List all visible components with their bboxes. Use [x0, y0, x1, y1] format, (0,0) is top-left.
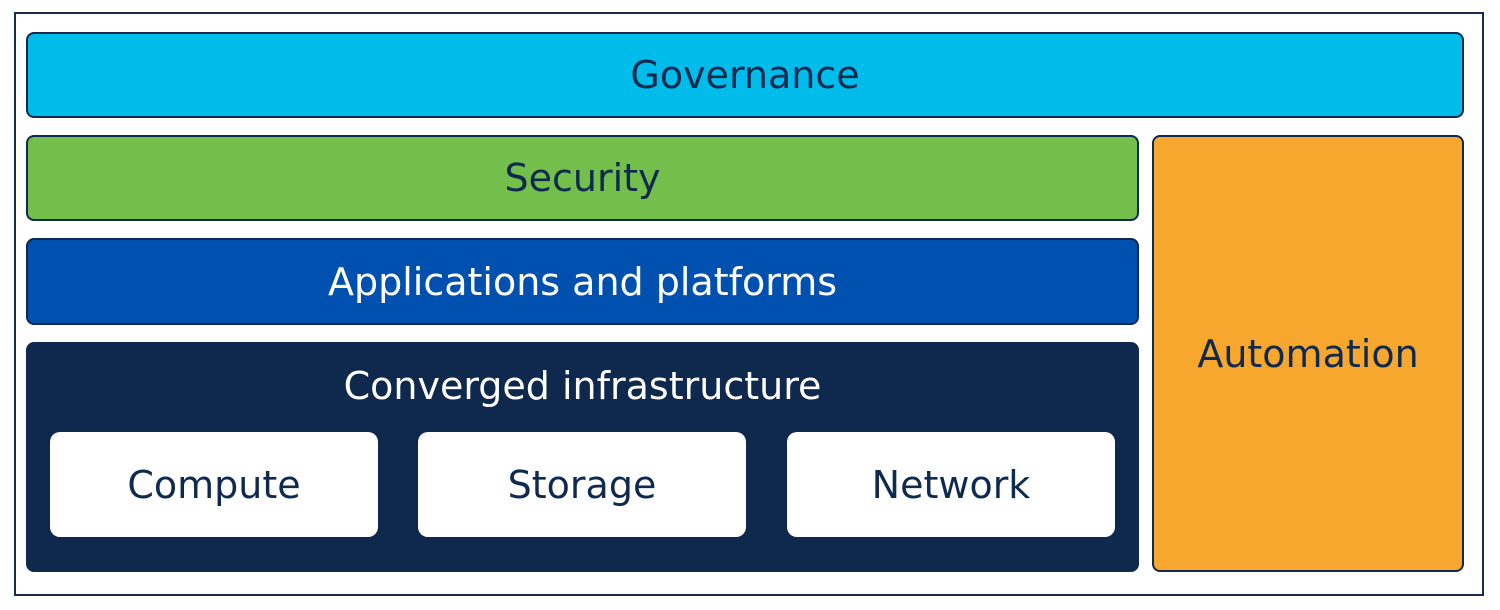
security-layer: Security — [26, 135, 1139, 221]
compute-box: Compute — [50, 432, 378, 537]
governance-label: Governance — [630, 53, 860, 97]
storage-label: Storage — [507, 462, 657, 507]
applications-platforms-label: Applications and platforms — [327, 259, 838, 304]
network-label: Network — [871, 462, 1031, 507]
governance-layer: Governance — [26, 32, 1464, 118]
security-label: Security — [504, 156, 661, 200]
compute-label: Compute — [127, 462, 301, 507]
automation-label: Automation — [1197, 331, 1419, 376]
network-box: Network — [787, 432, 1115, 537]
converged-infrastructure-label: Converged infrastructure — [343, 364, 822, 408]
storage-box: Storage — [418, 432, 746, 537]
applications-platforms-layer: Applications and platforms — [26, 238, 1139, 325]
automation-layer: Automation — [1152, 135, 1464, 572]
